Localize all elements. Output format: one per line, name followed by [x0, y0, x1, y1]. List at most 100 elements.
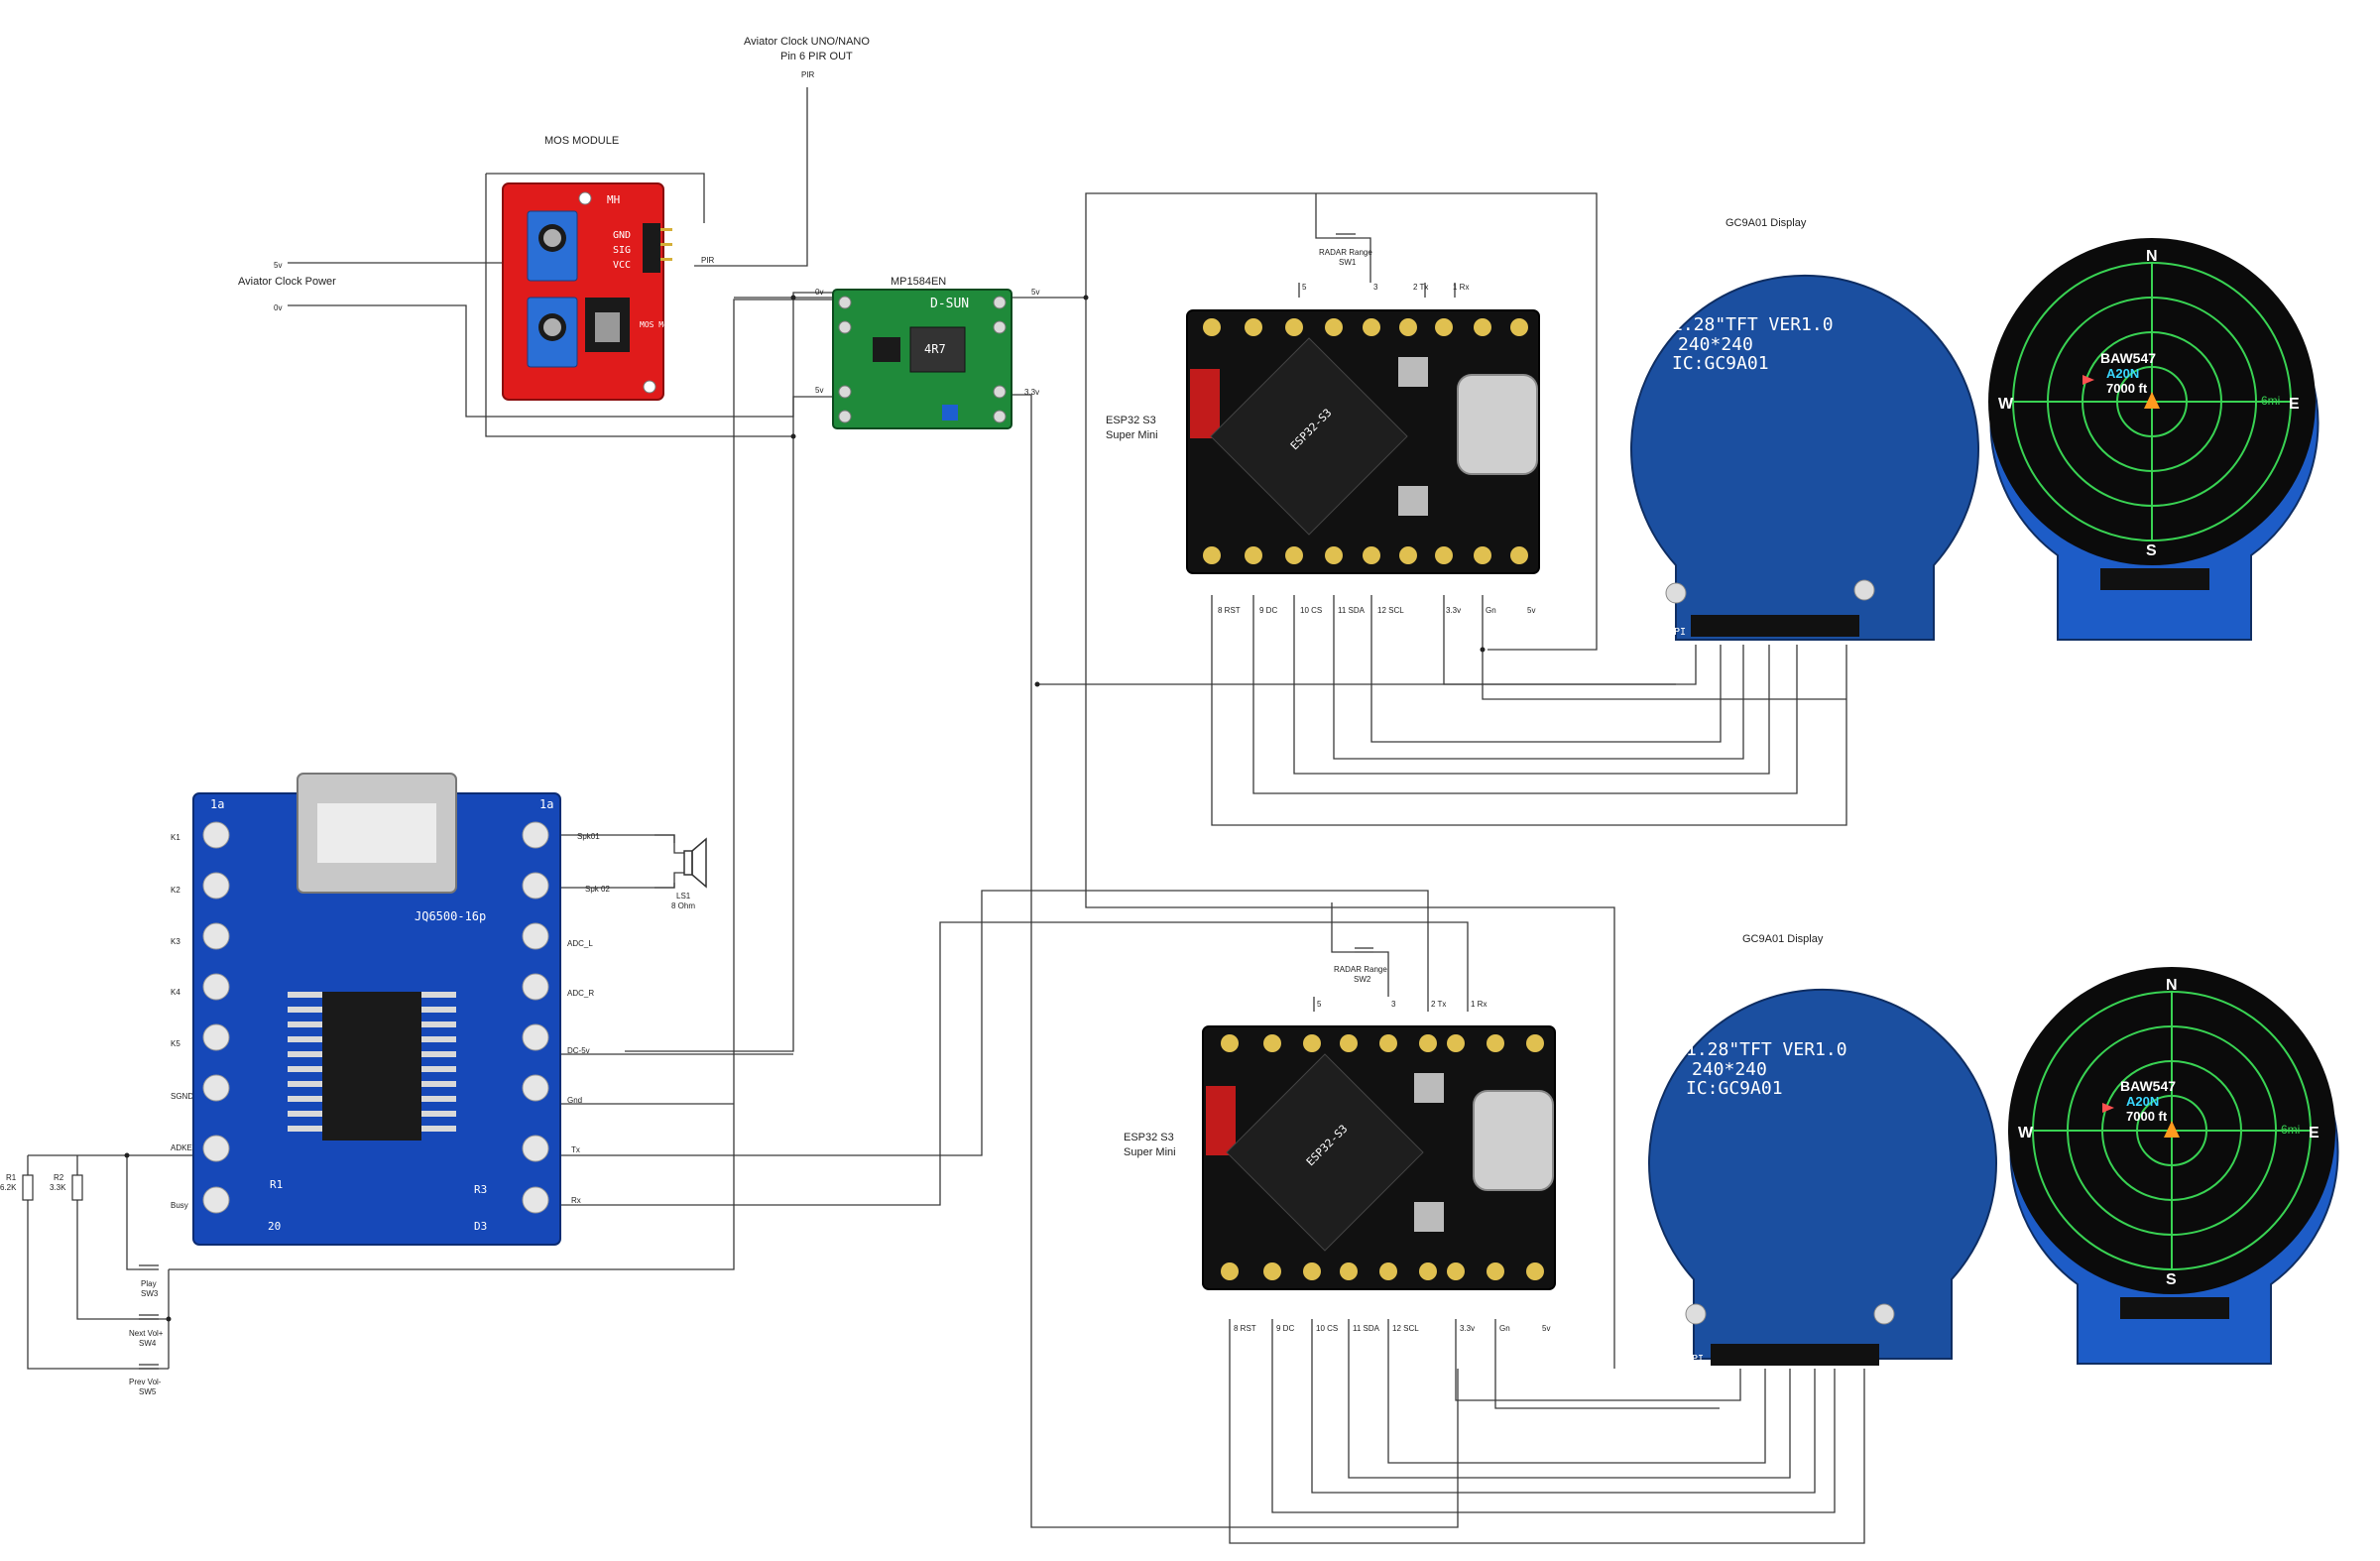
radar1-range: 6mi [2261, 394, 2280, 408]
v5-label: 5v [274, 261, 282, 270]
tft1-line3: IC:GC9A01 [1672, 353, 1769, 374]
radar2-alt: 7000 ft [2126, 1109, 2168, 1124]
r1-label: R1 [6, 1173, 17, 1182]
esp2-33: 3.3v [1460, 1324, 1475, 1333]
mos-silk-vcc: VCC [613, 260, 631, 271]
next-label: Next Vol+ [129, 1329, 164, 1338]
mp-out-33: 3.3v [1024, 388, 1039, 397]
r2-value: 3.3K [50, 1183, 66, 1192]
esp1-gn: Gn [1486, 606, 1496, 615]
mos-silk-sig: SIG [613, 245, 631, 256]
sw2-range: RADAR Range [1334, 965, 1387, 974]
resistor-r1 [22, 1174, 34, 1201]
spk02-label: Spk 02 [585, 885, 610, 894]
esp1-33: 3.3v [1446, 606, 1461, 615]
pir-side-label: PIR [701, 256, 715, 265]
esp1-sda: 11 SDA [1338, 606, 1366, 615]
mos-module: MH GND SIG VCC MOS Module [502, 182, 687, 401]
jq-silk-r3: R3 [474, 1183, 487, 1196]
own-aircraft-icon [2144, 392, 2160, 409]
dc5v-label: DC-5v [567, 1046, 590, 1055]
ohm-label: 8 Ohm [671, 901, 695, 910]
r2-label: R2 [54, 1173, 64, 1182]
gc2-title: GC9A01 Display [1742, 933, 1824, 945]
jq-silk-r1: R1 [270, 1178, 283, 1191]
esp1-rst: 8 RST [1218, 606, 1241, 615]
jq-silk-20: 20 [268, 1220, 281, 1233]
esp2-scl: 12 SCL [1392, 1324, 1419, 1333]
radar1-altcode: A20N [2106, 366, 2139, 381]
k3-label: K3 [171, 937, 180, 946]
radar1-callsign: BAW547 [2100, 350, 2156, 366]
adcl-label: ADC_L [567, 939, 593, 948]
esp2-cs: 10 CS [1316, 1324, 1338, 1333]
tft2-spi: SPI [1686, 1354, 1704, 1365]
mos-silk-mh: MH [607, 193, 620, 206]
esp2-5v: 5v [1542, 1324, 1550, 1333]
gc1-title: GC9A01 Display [1726, 217, 1807, 229]
v0-label: 0v [274, 303, 282, 312]
sw2-label: SW2 [1354, 975, 1371, 984]
esp2-p3: 3 [1391, 1000, 1396, 1009]
mp-in-0v: 0v [815, 288, 823, 297]
radar1-alt: 7000 ft [2106, 381, 2148, 396]
radar1-w: W [1998, 396, 2014, 413]
push-buttons [139, 233, 1373, 1370]
annotations: Aviator Clock UNO/NANO Pin 6 PIR OUT PIR… [0, 36, 1824, 1396]
radar-display-1: N S W E BAW547 A20N 7000 ft 6mi [1988, 238, 2320, 641]
jq-silk-d3: D3 [474, 1220, 487, 1233]
mp-title: MP1584EN [891, 276, 946, 288]
radar2-w: W [2018, 1125, 2034, 1141]
tft-board-2: 1.28"TFT VER1.0 240*240 IC:GC9A01 SPI [1648, 988, 1997, 1366]
jq-silk-1a-right: 1a [539, 797, 553, 811]
speaker-icon [683, 837, 707, 889]
pir-top-label: PIR [801, 70, 815, 79]
mp-out-5v: 5v [1031, 288, 1039, 297]
esp1-p3: 3 [1373, 283, 1378, 292]
sw1-label: SW1 [1339, 258, 1357, 267]
busy-label: Busy [171, 1201, 188, 1210]
tft-board-1: 1.28"TFT VER1.0 240*240 IC:GC9A01 SPI [1630, 274, 1979, 641]
esp1-scl: 12 SCL [1377, 606, 1404, 615]
radar2-s: S [2166, 1271, 2177, 1288]
esp1-p5: 5 [1302, 283, 1307, 292]
k4-label: K4 [171, 988, 180, 997]
sw3-label: SW3 [141, 1289, 159, 1298]
radar-display-2: N S W E BAW547 A20N 7000 ft 6mi [2008, 967, 2339, 1365]
mos-title: MOS MODULE [544, 135, 619, 147]
resistors [22, 1174, 83, 1201]
r1-value: 6.2K [0, 1183, 17, 1192]
radar2-n: N [2166, 977, 2178, 994]
esp2-rst: 8 RST [1234, 1324, 1256, 1333]
jq-silk-title: JQ6500-16p [415, 909, 486, 923]
radar1-e: E [2289, 396, 2300, 413]
radar2-callsign: BAW547 [2120, 1078, 2176, 1094]
mos-silk-module: MOS Module [640, 320, 687, 329]
resistor-r2 [71, 1174, 83, 1201]
esp1-cs: 10 CS [1300, 606, 1322, 615]
mp1584-module: D-SUN 4R7 [832, 289, 1012, 429]
spk01-label: Spk01 [577, 832, 600, 841]
jq-silk-1a-left: 1a [210, 797, 224, 811]
prev-label: Prev Vol- [129, 1378, 162, 1386]
sgnd-label: SGND [171, 1092, 193, 1101]
radar2-range: 6mi [2281, 1123, 2300, 1137]
own-aircraft-icon-2 [2164, 1121, 2180, 1138]
sw5-label: SW5 [139, 1387, 157, 1396]
esp2-sda: 11 SDA [1353, 1324, 1380, 1333]
tft1-line2: 240*240 [1678, 334, 1753, 355]
esp32-board-2: ESP32-S3 [1202, 1025, 1556, 1290]
junctions [124, 295, 1486, 1322]
tx-label: Tx [571, 1145, 580, 1154]
radar1-s: S [2146, 542, 2157, 559]
aviator-power-label: Aviator Clock Power [238, 276, 336, 288]
tft1-spi: SPI [1668, 627, 1686, 638]
esp1-p1rx: 1 Rx [1453, 283, 1469, 292]
tft2-line3: IC:GC9A01 [1686, 1078, 1783, 1099]
esp2-sub: Super Mini [1124, 1146, 1176, 1158]
esp1-dc: 9 DC [1259, 606, 1277, 615]
mp-silk-dsun: D-SUN [930, 297, 969, 311]
aviator-pin-label: Aviator Clock UNO/NANO [744, 36, 870, 48]
rx-label: Rx [571, 1196, 581, 1205]
mos-silk-gnd: GND [613, 230, 631, 241]
